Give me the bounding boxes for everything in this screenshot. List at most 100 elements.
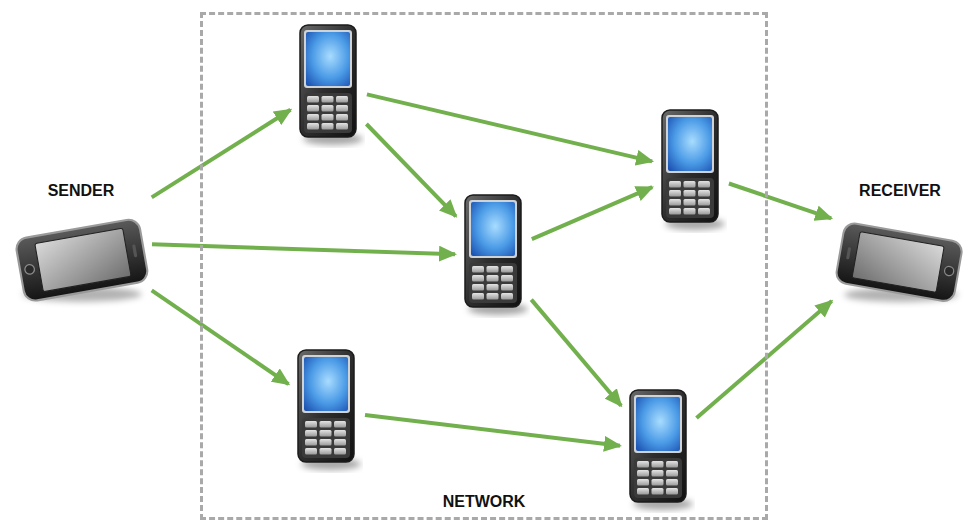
phone-screen <box>636 397 680 451</box>
speaker-slot <box>846 247 851 260</box>
endpoint-phone: RECEIVER <box>834 176 966 308</box>
keypad-key <box>487 275 499 282</box>
keypad-key <box>669 181 681 188</box>
device-label: SENDER <box>12 176 150 200</box>
keypad-base <box>302 418 350 458</box>
keypad-key <box>669 208 681 215</box>
keypad-key <box>305 439 317 446</box>
phone-body <box>630 390 686 502</box>
keypad-key <box>320 439 332 446</box>
phone-body <box>300 25 356 137</box>
phone-screen <box>35 228 131 292</box>
keypad-key <box>698 208 710 215</box>
keypad-key <box>652 470 664 477</box>
phone-body <box>298 350 354 462</box>
keypad-key <box>652 479 664 486</box>
keypad-key <box>637 461 649 468</box>
keypad-key <box>334 439 346 446</box>
keypad-key <box>666 470 678 477</box>
keypad-key <box>307 96 319 103</box>
keypad-key <box>322 114 334 121</box>
signal-arrow <box>152 110 291 198</box>
signal-arrow <box>532 187 652 239</box>
keypad-key <box>305 421 317 428</box>
signal-arrow <box>365 415 620 446</box>
keypad-key <box>637 479 649 486</box>
keypad-key <box>684 208 696 215</box>
relay-phone <box>291 348 363 473</box>
keypad-key <box>684 190 696 197</box>
keypad-key <box>320 448 332 455</box>
keypad-key <box>669 190 681 197</box>
feature-phone <box>655 108 727 233</box>
keypad-key <box>307 105 319 112</box>
keypad-key <box>666 479 678 486</box>
relay-phone <box>458 193 530 318</box>
keypad-key <box>501 275 513 282</box>
signal-arrow <box>152 290 289 384</box>
keypad-key <box>336 96 348 103</box>
phone-body <box>465 195 521 307</box>
relay-phone <box>655 108 727 233</box>
signal-arrow <box>152 244 455 254</box>
signal-arrow <box>531 300 621 406</box>
keypad-key <box>336 105 348 112</box>
keypad-key <box>320 421 332 428</box>
phone-screen <box>471 202 515 256</box>
screen-bezel <box>302 355 350 413</box>
keypad-key <box>472 284 484 291</box>
feature-phone <box>623 388 695 513</box>
keypad-key <box>698 181 710 188</box>
signal-arrow <box>366 124 456 216</box>
keypad-key <box>637 470 649 477</box>
phone-body <box>662 110 718 222</box>
keypad-key <box>472 275 484 282</box>
screen-bezel <box>469 200 517 258</box>
keypad-key <box>501 293 513 300</box>
keypad-key <box>305 430 317 437</box>
keypad-base <box>304 93 352 133</box>
keypad-key <box>322 123 334 130</box>
keypad-key <box>652 488 664 495</box>
keypad-key <box>334 421 346 428</box>
keypad-key <box>501 284 513 291</box>
keypad-key <box>320 430 332 437</box>
screen-bezel <box>634 395 682 453</box>
keypad-key <box>322 96 334 103</box>
home-button <box>24 264 35 275</box>
network-region: NETWORK <box>200 12 768 520</box>
keypad-key <box>684 199 696 206</box>
keypad-key <box>334 430 346 437</box>
phone-body <box>15 218 149 302</box>
signal-arrow <box>697 301 832 418</box>
feature-phone <box>293 23 365 148</box>
phone-screen <box>668 117 712 171</box>
keypad-base <box>666 178 714 218</box>
relay-phone <box>623 388 695 513</box>
signal-arrow <box>367 94 652 161</box>
keypad-key <box>487 293 499 300</box>
keypad-key <box>684 181 696 188</box>
keypad-key <box>698 190 710 197</box>
keypad-key <box>334 448 346 455</box>
keypad-key <box>307 114 319 121</box>
keypad-key <box>501 266 513 273</box>
phone-screen <box>852 232 944 293</box>
relay-phone <box>293 23 365 148</box>
keypad-key <box>487 266 499 273</box>
keypad-key <box>487 284 499 291</box>
keypad-key <box>652 461 664 468</box>
phone-screen <box>306 32 350 86</box>
home-button <box>944 266 955 277</box>
keypad-key <box>307 123 319 130</box>
keypad-key <box>472 266 484 273</box>
endpoint-phone: SENDER <box>12 176 150 308</box>
keypad-key <box>637 488 649 495</box>
keypad-key <box>322 105 334 112</box>
keypad-key <box>336 123 348 130</box>
keypad-key <box>666 461 678 468</box>
keypad-key <box>336 114 348 121</box>
speaker-slot <box>132 244 137 257</box>
keypad-base <box>469 263 517 303</box>
keypad-key <box>472 293 484 300</box>
